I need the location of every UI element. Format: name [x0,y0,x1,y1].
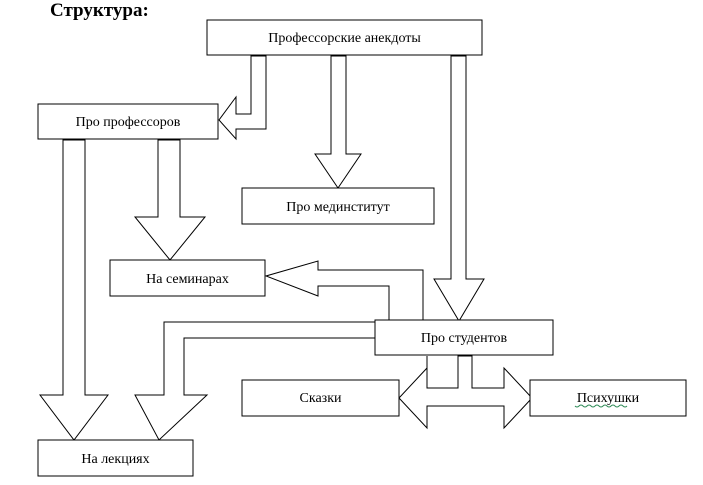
node-about-students-label: Про студентов [421,331,508,346]
diagram-title: Структура: [50,0,149,21]
arrow-students-to-seminars [264,260,424,321]
node-at-seminars: На семинарах [109,259,266,297]
node-about-professors-label: Про профессоров [76,115,181,130]
arrow-root-to-professors [218,55,267,141]
node-at-lectures: На лекциях [37,439,194,477]
arrow-students-to-tales-psychos [398,355,533,430]
arrow-professors-to-seminars [133,139,207,261]
node-fairy-tales-label: Сказки [300,391,342,406]
node-about-medinstitute: Про мединститут [241,187,435,225]
node-about-medinstitute-label: Про мединститут [286,200,389,215]
node-about-professors: Про профессоров [37,103,219,140]
node-at-lectures-label: На лекциях [81,452,149,467]
node-psychos-label: Психушки [577,391,640,406]
node-root: Профессорские анекдоты [206,19,483,56]
spellcheck-underline [574,404,628,408]
node-about-students: Про студентов [374,319,554,356]
node-root-label: Профессорские анекдоты [268,31,421,46]
node-at-seminars-label: На семинарах [146,272,229,287]
arrow-students-to-lectures [134,321,376,441]
arrow-professors-to-lectures [38,139,110,441]
node-fairy-tales: Сказки [241,379,400,417]
node-psychos: Психушки [529,379,687,417]
arrow-root-to-medinstitute [314,55,362,189]
arrow-root-to-students [433,55,485,322]
